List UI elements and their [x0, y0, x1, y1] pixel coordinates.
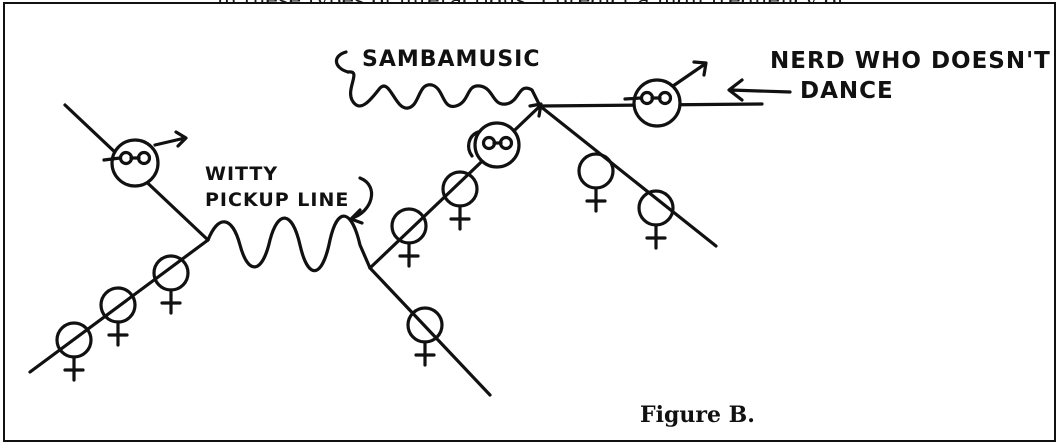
samba-music-label: SAMBAMUSIC — [362, 47, 541, 72]
pickup-line-wave — [206, 214, 372, 273]
female-symbol-icon — [577, 152, 615, 213]
outgoing-female-pair-line — [538, 104, 718, 248]
figure-frame — [3, 2, 1056, 442]
pickup-pointer-arrow — [349, 176, 374, 225]
samba-music-wave — [346, 70, 542, 110]
female-symbol-icon — [152, 254, 190, 315]
nerd-label-line1: NERD WHO DOESN'T — [770, 48, 1051, 74]
nerd-male-icon — [623, 60, 708, 128]
witty-label-line1: WITTY — [205, 163, 278, 185]
figure-label: Figure B. — [640, 402, 755, 428]
nerd-male-icon — [102, 130, 188, 188]
samba-curl — [334, 50, 350, 74]
nerd-label-line2: DANCE — [800, 78, 894, 104]
witty-label-line2: PICKUP LINE — [205, 189, 349, 211]
nerd-male-icon — [467, 121, 521, 169]
dancer-arrow-head — [528, 102, 543, 118]
pointer-arrow — [727, 78, 792, 102]
female-symbol-icon — [406, 306, 444, 367]
outgoing-female-line — [368, 266, 492, 397]
